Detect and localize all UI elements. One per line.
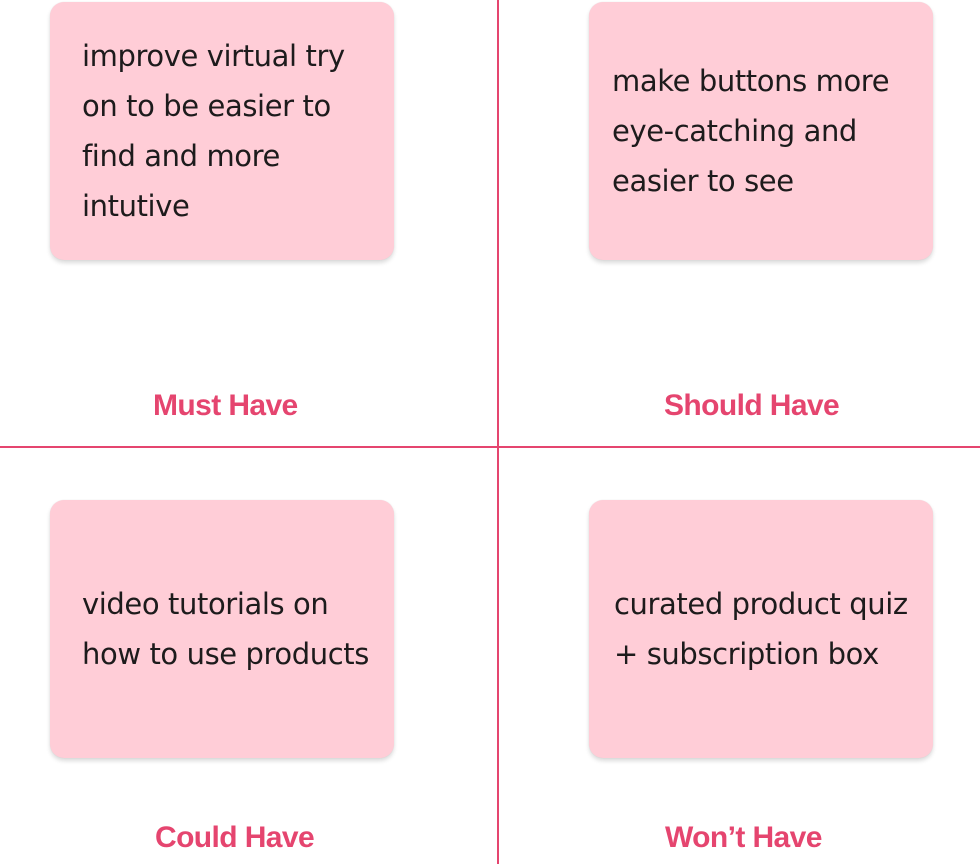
quadrant-label-must-have: Must Have — [153, 389, 298, 422]
note-text: improve virtual try on to be easier to f… — [82, 39, 345, 223]
quadrant-label-wont-have: Won’t Have — [665, 821, 822, 854]
note-text: video tutorials on how to use products — [82, 587, 369, 671]
quadrant-label-should-have: Should Have — [664, 389, 840, 422]
note-text: make buttons more eye-catching and easie… — [612, 64, 890, 198]
sticky-note-must-have[interactable]: improve virtual try on to be easier to f… — [50, 2, 394, 260]
vertical-divider — [497, 0, 499, 864]
horizontal-divider — [0, 446, 980, 448]
sticky-note-should-have[interactable]: make buttons more eye-catching and easie… — [589, 2, 933, 260]
sticky-note-wont-have[interactable]: curated product quiz + subscription box — [589, 500, 933, 758]
sticky-note-could-have[interactable]: video tutorials on how to use products — [50, 500, 394, 758]
quadrant-label-could-have: Could Have — [155, 821, 315, 854]
note-text: curated product quiz + subscription box — [614, 587, 908, 671]
